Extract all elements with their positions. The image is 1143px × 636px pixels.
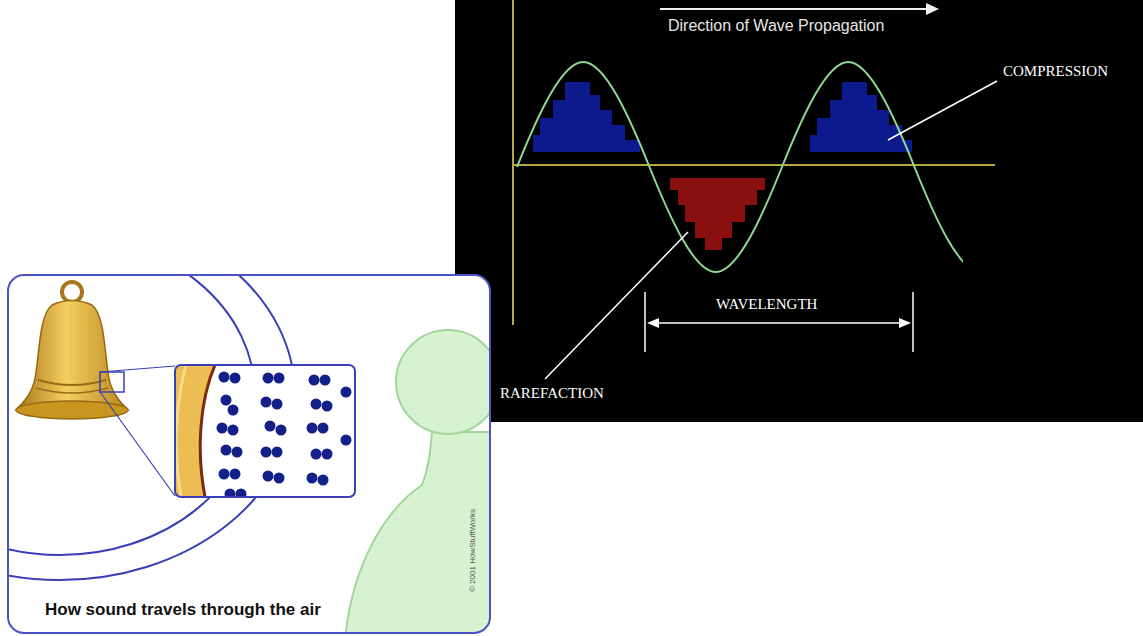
air-molecule bbox=[322, 449, 333, 460]
rarefaction-label: RAREFACTION bbox=[500, 385, 604, 402]
air-molecule bbox=[228, 405, 239, 416]
air-molecule bbox=[309, 375, 320, 386]
air-molecule bbox=[276, 425, 287, 436]
compression-label: COMPRESSION bbox=[1003, 63, 1108, 80]
air-molecule bbox=[307, 473, 318, 484]
air-molecule bbox=[261, 447, 272, 458]
air-molecule bbox=[311, 449, 322, 460]
panel-border bbox=[8, 275, 490, 633]
air-molecule bbox=[318, 475, 329, 486]
bell-highlight bbox=[176, 365, 186, 497]
air-molecule bbox=[272, 447, 283, 458]
wave-panel bbox=[455, 0, 1143, 422]
air-molecule bbox=[263, 373, 274, 384]
arrow-head bbox=[647, 318, 659, 328]
leader-line bbox=[888, 81, 997, 140]
air-molecule bbox=[274, 473, 285, 484]
air-molecule bbox=[320, 375, 331, 386]
listener-body bbox=[345, 432, 490, 633]
compression-block bbox=[533, 82, 640, 152]
dimension-tick bbox=[644, 292, 646, 352]
wavelength-label: WAVELENGTH bbox=[716, 296, 817, 313]
air-molecule bbox=[307, 423, 318, 434]
leader-line bbox=[545, 232, 688, 379]
bell-edge bbox=[200, 365, 215, 497]
listener-head bbox=[396, 330, 490, 434]
horizontal-axis bbox=[513, 164, 995, 166]
zoom-line bbox=[100, 366, 175, 372]
air-molecule bbox=[341, 435, 352, 446]
dimension-line bbox=[652, 322, 906, 324]
copyright-label: © 2001 HowStuffWorks bbox=[468, 509, 477, 592]
air-molecule bbox=[272, 399, 283, 410]
air-molecule bbox=[221, 395, 232, 406]
air-molecule bbox=[225, 489, 236, 498]
bell-handle bbox=[62, 282, 82, 302]
air-molecule bbox=[261, 397, 272, 408]
air-molecule bbox=[221, 445, 232, 456]
compression-block bbox=[810, 82, 912, 152]
air-molecule bbox=[274, 373, 285, 384]
zoom-line bbox=[100, 392, 175, 496]
air-molecule bbox=[318, 423, 329, 434]
air-molecule bbox=[311, 399, 322, 410]
air-molecule bbox=[341, 387, 352, 398]
bell-band bbox=[36, 388, 108, 393]
direction-arrow bbox=[660, 8, 928, 10]
caption-label: How sound travels through the air bbox=[45, 600, 321, 620]
air-molecules bbox=[217, 372, 352, 498]
bell-band bbox=[38, 380, 106, 385]
panel-content bbox=[8, 275, 490, 633]
air-molecule bbox=[228, 425, 239, 436]
direction-label: Direction of Wave Propagation bbox=[668, 17, 884, 35]
zoom-border bbox=[175, 365, 355, 497]
air-molecule bbox=[219, 372, 230, 383]
air-molecule bbox=[217, 423, 228, 434]
air-molecule bbox=[219, 469, 230, 480]
bell-rim bbox=[16, 401, 128, 419]
sine-wave bbox=[517, 62, 963, 272]
arrow-head bbox=[926, 3, 939, 15]
air-molecule bbox=[322, 401, 333, 412]
zoom-content bbox=[175, 365, 352, 497]
air-molecule bbox=[263, 471, 274, 482]
air-molecule bbox=[236, 489, 247, 498]
vertical-axis bbox=[512, 0, 514, 325]
bell-surface bbox=[175, 365, 215, 497]
air-molecule bbox=[265, 421, 276, 432]
air-molecule bbox=[230, 469, 241, 480]
dimension-tick bbox=[912, 292, 914, 352]
bell bbox=[16, 301, 128, 411]
air-molecule bbox=[230, 373, 241, 384]
rarefaction-block bbox=[670, 178, 765, 250]
zoom-marker bbox=[100, 372, 124, 392]
air-molecule bbox=[232, 447, 243, 458]
arrow-head bbox=[899, 318, 911, 328]
